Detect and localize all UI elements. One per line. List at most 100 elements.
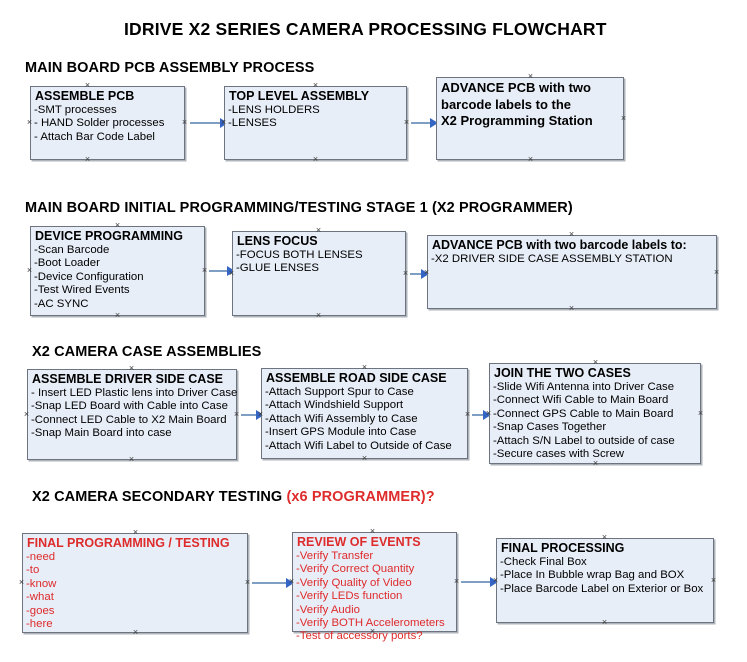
connector-handle[interactable] [23, 411, 30, 418]
connector-handle[interactable] [527, 156, 534, 163]
connector-handle[interactable] [369, 628, 376, 635]
box-line: -Scan Barcode [34, 243, 110, 256]
section-heading-text: MAIN BOARD PCB ASSEMBLY PROCESS [25, 60, 315, 76]
connector-handle[interactable] [402, 270, 409, 277]
connector-handle[interactable] [132, 529, 139, 536]
connector-handle[interactable] [568, 305, 575, 312]
box-assemble-driver-side-case[interactable]: ASSEMBLE DRIVER SIDE CASE - Insert LED P… [27, 369, 237, 460]
connector-handle[interactable] [361, 455, 368, 462]
connector-handle[interactable] [18, 579, 25, 586]
connector-handle[interactable] [132, 629, 139, 636]
section-heading-x2-camera-case-assemblies: X2 CAMERA CASE ASSEMBLIES [32, 344, 261, 360]
connector-handle[interactable] [492, 577, 499, 584]
connector-handle[interactable] [128, 365, 135, 372]
connector-line [190, 122, 222, 124]
box-join-the-two-cases[interactable]: JOIN THE TWO CASES -Slide Wifi Antenna i… [489, 363, 701, 464]
connector-handle[interactable] [220, 119, 227, 126]
box-line: -goes [26, 604, 55, 617]
box-advance-pcb-to-driver-side-case-assembly-station[interactable]: ADVANCE PCB with two barcode labels to: … [427, 235, 717, 309]
connector-handle[interactable] [312, 156, 319, 163]
box-line: -Boot Loader [34, 257, 100, 270]
box-line: -Device Configuration [34, 270, 144, 283]
box-assemble-pcb[interactable]: ASSEMBLE PCB -SMT processes - HAND Solde… [30, 86, 185, 160]
connector-line [472, 414, 486, 416]
connector-handle[interactable] [233, 411, 240, 418]
box-line: - Attach Bar Code Label [34, 130, 155, 143]
connector-handle[interactable] [592, 460, 599, 467]
connector-arrowhead [430, 118, 438, 128]
box-title: REVIEW OF EVENTS [297, 535, 421, 549]
connector-handle[interactable] [128, 456, 135, 463]
connector-handle[interactable] [201, 267, 208, 274]
box-line: -Slide Wifi Antenna into Driver Case [493, 380, 675, 393]
connector-handle[interactable] [315, 312, 322, 319]
connector-handle[interactable] [601, 619, 608, 626]
connector-handle[interactable] [114, 312, 121, 319]
connector-handle[interactable] [710, 577, 717, 584]
section-heading-main-board-initial-programming-testing-stage-1: MAIN BOARD INITIAL PROGRAMMING/TESTING S… [25, 200, 573, 216]
connector-line [411, 122, 433, 124]
connector-handle[interactable] [315, 227, 322, 234]
connector-handle[interactable] [592, 359, 599, 366]
connector-handle[interactable] [369, 528, 376, 535]
connector-handle[interactable] [620, 115, 627, 122]
connector-handle[interactable] [288, 578, 295, 585]
box-line-overflow: -Test of accessory ports? [296, 630, 423, 643]
box-line: -LENSES [228, 117, 277, 130]
box-line: -Place Barcode Label on Exterior or Box [500, 582, 704, 595]
box-line: -Test Wired Events [34, 284, 130, 297]
box-advance-pcb-to-x2-programming-station[interactable]: ADVANCE PCB with two barcode labels to t… [436, 77, 624, 160]
box-final-programming-testing[interactable]: FINAL PROGRAMMING / TESTING -need -to -k… [22, 533, 248, 633]
box-line: -Attach Wifi Assembly to Case [265, 412, 418, 425]
connector-handle[interactable] [244, 579, 251, 586]
connector-handle[interactable] [697, 410, 704, 417]
connector-handle[interactable] [485, 410, 492, 417]
connector-handle[interactable] [713, 269, 720, 276]
box-title: ADVANCE PCB with two barcode labels to: [432, 238, 687, 252]
box-lens-focus[interactable]: LENS FOCUS -FOCUS BOTH LENSES -GLUE LENS… [232, 231, 406, 316]
box-line: -Verify Quality of Video [296, 576, 412, 589]
connector-line [252, 582, 288, 584]
box-title: LENS FOCUS [237, 234, 318, 248]
connector-handle[interactable] [114, 222, 121, 229]
connector-handle[interactable] [84, 82, 91, 89]
connector-handle[interactable] [361, 364, 368, 371]
box-title-line2: barcode labels to the [441, 96, 572, 112]
connector-handle[interactable] [423, 269, 430, 276]
connector-handle[interactable] [312, 82, 319, 89]
connector-handle[interactable] [601, 534, 608, 541]
box-title: JOIN THE TWO CASES [494, 366, 631, 380]
box-line: -here [26, 618, 53, 631]
connector-handle[interactable] [26, 119, 33, 126]
connector-handle[interactable] [527, 73, 534, 80]
connector-line [410, 273, 424, 275]
box-assemble-road-side-case[interactable]: ASSEMBLE ROAD SIDE CASE -Attach Support … [261, 368, 468, 459]
connector-handle[interactable] [464, 411, 471, 418]
box-line: -AC SYNC [34, 297, 89, 310]
box-final-processing[interactable]: FINAL PROCESSING -Check Final Box -Place… [496, 538, 714, 623]
box-title: DEVICE PROGRAMMING [35, 229, 183, 243]
connector-handle[interactable] [84, 156, 91, 163]
box-line: -need [26, 550, 56, 563]
box-title: FINAL PROGRAMMING / TESTING [27, 536, 230, 550]
box-line: -Verify BOTH Accelerometers [296, 617, 445, 630]
box-line: -Snap Main Board into case [31, 427, 172, 440]
section-heading-text: MAIN BOARD INITIAL PROGRAMMING/TESTING S… [25, 200, 573, 216]
box-line: -LENS HOLDERS [228, 103, 320, 116]
box-line: -Insert GPS Module into Case [265, 426, 417, 439]
connector-handle[interactable] [257, 411, 264, 418]
box-review-of-events[interactable]: REVIEW OF EVENTS -Verify Transfer -Verif… [292, 532, 457, 642]
box-line: -Place In Bubble wrap Bag and BOX [500, 569, 685, 582]
box-title: ASSEMBLE ROAD SIDE CASE [266, 371, 447, 385]
connector-handle[interactable] [453, 578, 460, 585]
connector-handle[interactable] [181, 119, 188, 126]
page-title: IDRIVE X2 SERIES CAMERA PROCESSING FLOWC… [124, 19, 607, 39]
box-device-programming[interactable]: DEVICE PROGRAMMING -Scan Barcode -Boot L… [30, 226, 205, 316]
box-line: -X2 DRIVER SIDE CASE ASSEMBLY STATION [431, 252, 673, 265]
connector-handle[interactable] [228, 270, 235, 277]
connector-handle[interactable] [403, 119, 410, 126]
connector-handle[interactable] [568, 231, 575, 238]
box-top-level-assembly[interactable]: TOP LEVEL ASSEMBLY -LENS HOLDERS -LENSES [224, 86, 407, 160]
connector-handle[interactable] [26, 267, 33, 274]
